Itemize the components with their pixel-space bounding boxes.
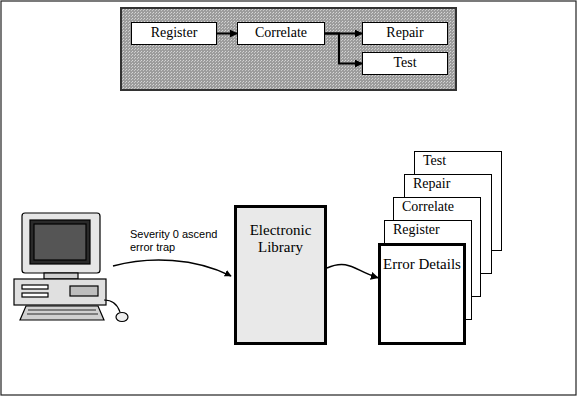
process-band: [121, 8, 456, 90]
process-box: Repair: [362, 22, 448, 45]
node-text: Electronic Library: [237, 222, 324, 257]
node-text: Repair: [386, 25, 423, 41]
computer-icon: [14, 213, 128, 322]
node-text: Correlate: [402, 199, 454, 215]
process-box: Test: [362, 52, 448, 75]
flow-arrow: [217, 33, 237, 35]
node-text: Test: [423, 153, 446, 169]
node-text: Register: [393, 222, 440, 238]
details-box: Error Details: [378, 243, 466, 345]
arrow-label: Severity 0 ascend error trap: [130, 228, 230, 254]
node-text: Test: [393, 55, 416, 71]
node-text: Error Details: [383, 256, 461, 273]
node-text: Register: [151, 25, 198, 41]
error-trap-arrow: [113, 260, 231, 276]
process-box: Correlate: [237, 22, 325, 45]
node-text: Repair: [413, 176, 450, 192]
node-text: Correlate: [255, 25, 307, 41]
flow-arrow: [325, 34, 362, 64]
process-box: Register: [131, 22, 217, 45]
flow-arrow: [327, 264, 378, 277]
library-box: Electronic Library: [234, 205, 327, 345]
